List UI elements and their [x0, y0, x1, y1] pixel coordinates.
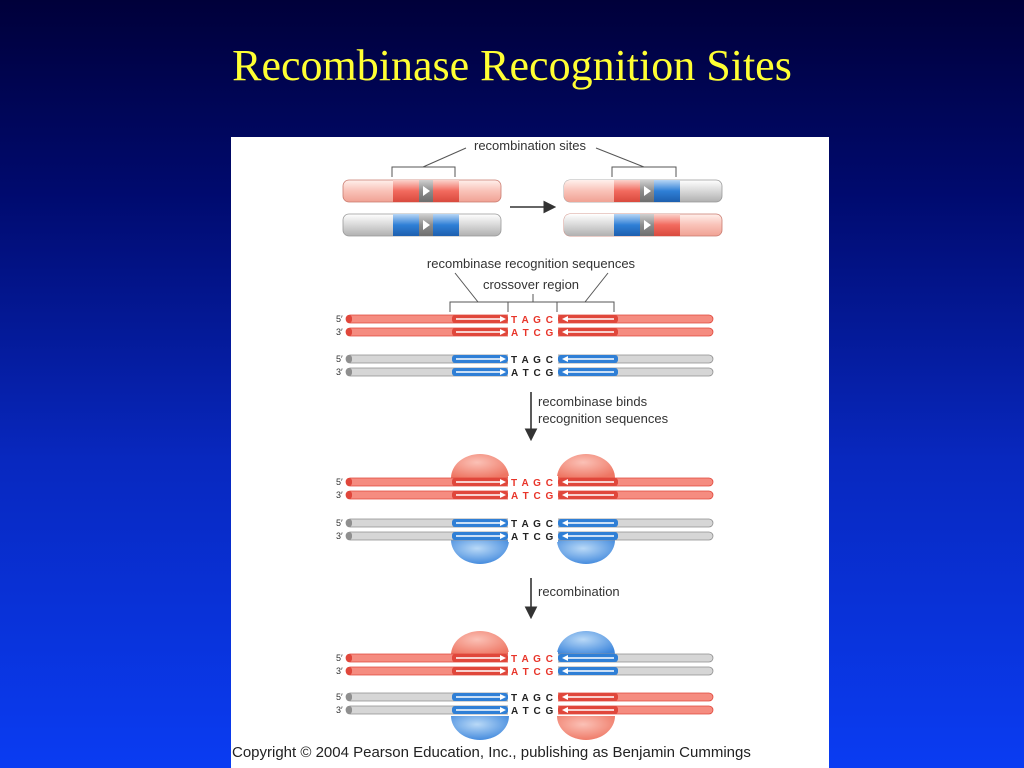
- strand-end-label: 5′: [336, 518, 343, 528]
- stage2-gray-duplex-top: T A G C 5′: [336, 517, 714, 530]
- arrow-right-icon: [500, 492, 506, 498]
- recognition-brackets: [449, 272, 615, 312]
- arrow-left-icon: [562, 329, 568, 335]
- stage3-recombined-duplex-a-bottom: A T C G 3′: [336, 665, 714, 678]
- strand-end-label: 5′: [336, 314, 343, 324]
- arrow-left-icon: [562, 479, 568, 485]
- recognition-sequences-label: recombinase recognition sequences: [427, 256, 636, 271]
- arrow-right-icon: [500, 707, 506, 713]
- arrow-right-icon: [500, 316, 506, 322]
- crossover-sequence: A T C G: [511, 328, 554, 339]
- crossover-sequence: T A G C: [511, 355, 554, 366]
- arrow-right-icon: [500, 369, 506, 375]
- dna-cylinder-right-bottom: [563, 213, 723, 237]
- dna-cylinder-left-red: [342, 179, 502, 203]
- arrow-right-icon: [500, 655, 506, 661]
- strand-end-label: 3′: [336, 327, 343, 337]
- arrow-left-icon: [562, 316, 568, 322]
- stage1-gray-duplex-bottom: A T C G 3′: [336, 366, 714, 379]
- arrow-right-icon: [500, 668, 506, 674]
- recombination-sites-bracket: [391, 147, 677, 177]
- arrow-right-icon: [500, 520, 506, 526]
- strand-end-label: 5′: [336, 653, 343, 663]
- dna-cylinder-right-top: [563, 179, 723, 203]
- arrow-left-icon: [562, 707, 568, 713]
- site-orientation-arrow-icon: [423, 220, 430, 230]
- strand-end-label: 5′: [336, 692, 343, 702]
- copyright-notice: Copyright © 2004 Pearson Education, Inc.…: [232, 744, 751, 761]
- recombination-sites-label: recombination sites: [474, 138, 586, 153]
- stage2-red-duplex-bottom: A T C G 3′: [336, 489, 714, 502]
- arrow-right-icon: [500, 479, 506, 485]
- strand-end-label: 3′: [336, 666, 343, 676]
- strand-end-label: 3′: [336, 490, 343, 500]
- stage1-red-duplex-bottom: A T C G 3′: [336, 326, 714, 339]
- recombination-diagram: recombination sites recombinase recognit…: [336, 138, 723, 740]
- step-binding-label-line1: recombinase binds: [538, 394, 648, 409]
- recombinase-protein-icon: [557, 631, 615, 655]
- strand-end-label: 5′: [336, 477, 343, 487]
- crossover-sequence: A T C G: [511, 491, 554, 502]
- stage1-red-duplex-top: T A G C 5′: [336, 313, 714, 326]
- slide-title: Recombinase Recognition Sites: [232, 41, 792, 90]
- crossover-sequence: T A G C: [511, 519, 554, 530]
- recombinase-protein-icon: [451, 540, 509, 564]
- strand-end-label: 3′: [336, 367, 343, 377]
- step-binding-label-line2: recognition sequences: [538, 411, 669, 426]
- arrow-left-icon: [562, 520, 568, 526]
- arrow-left-icon: [562, 668, 568, 674]
- recombinase-protein-icon: [557, 454, 615, 478]
- crossover-sequence: A T C G: [511, 667, 554, 678]
- arrow-left-icon: [562, 655, 568, 661]
- recombinase-protein-icon: [451, 631, 509, 655]
- arrow-left-icon: [562, 356, 568, 362]
- crossover-sequence: T A G C: [511, 315, 554, 326]
- arrow-right-icon: [500, 329, 506, 335]
- stage3-recombined-duplex-b-bottom: A T C G 3′: [336, 704, 714, 717]
- stage3-recombined-duplex-a-top: T A G C 5′: [336, 652, 714, 665]
- stage3-recombined-duplex-b-top: T A G C 5′: [336, 691, 714, 704]
- recombinase-protein-icon: [557, 540, 615, 564]
- strand-end-label: 5′: [336, 354, 343, 364]
- strand-end-label: 3′: [336, 531, 343, 541]
- arrow-left-icon: [562, 369, 568, 375]
- crossover-sequence: T A G C: [511, 478, 554, 489]
- arrow-left-icon: [562, 694, 568, 700]
- stage2-red-duplex-top: T A G C 5′: [336, 476, 714, 489]
- stage1-gray-duplex-top: T A G C 5′: [336, 353, 714, 366]
- strand-end-label: 3′: [336, 705, 343, 715]
- site-orientation-arrow-icon: [644, 186, 651, 196]
- arrow-right-icon: [500, 694, 506, 700]
- crossover-sequence: T A G C: [511, 693, 554, 704]
- site-orientation-arrow-icon: [423, 186, 430, 196]
- crossover-sequence: T A G C: [511, 654, 554, 665]
- recombinase-protein-icon: [451, 454, 509, 478]
- figure-panel: recombination sites recombinase recognit…: [231, 137, 829, 768]
- arrow-right-icon: [500, 533, 506, 539]
- step-recombination-label: recombination: [538, 584, 620, 599]
- crossover-sequence: A T C G: [511, 706, 554, 717]
- arrow-right-icon: [500, 356, 506, 362]
- recombinase-protein-icon: [557, 716, 615, 740]
- dna-strand-groups: T A G C5′A T C G3′T A G C5′A T C G3′T A …: [336, 313, 714, 740]
- site-orientation-arrow-icon: [644, 220, 651, 230]
- crossover-region-label: crossover region: [483, 277, 579, 292]
- crossover-sequence: A T C G: [511, 368, 554, 379]
- dna-cylinder-left-gray: [342, 213, 502, 237]
- recombinase-protein-icon: [451, 716, 509, 740]
- crossover-sequence: A T C G: [511, 532, 554, 543]
- arrow-left-icon: [562, 492, 568, 498]
- stage2-gray-duplex-bottom: A T C G 3′: [336, 530, 714, 543]
- arrow-left-icon: [562, 533, 568, 539]
